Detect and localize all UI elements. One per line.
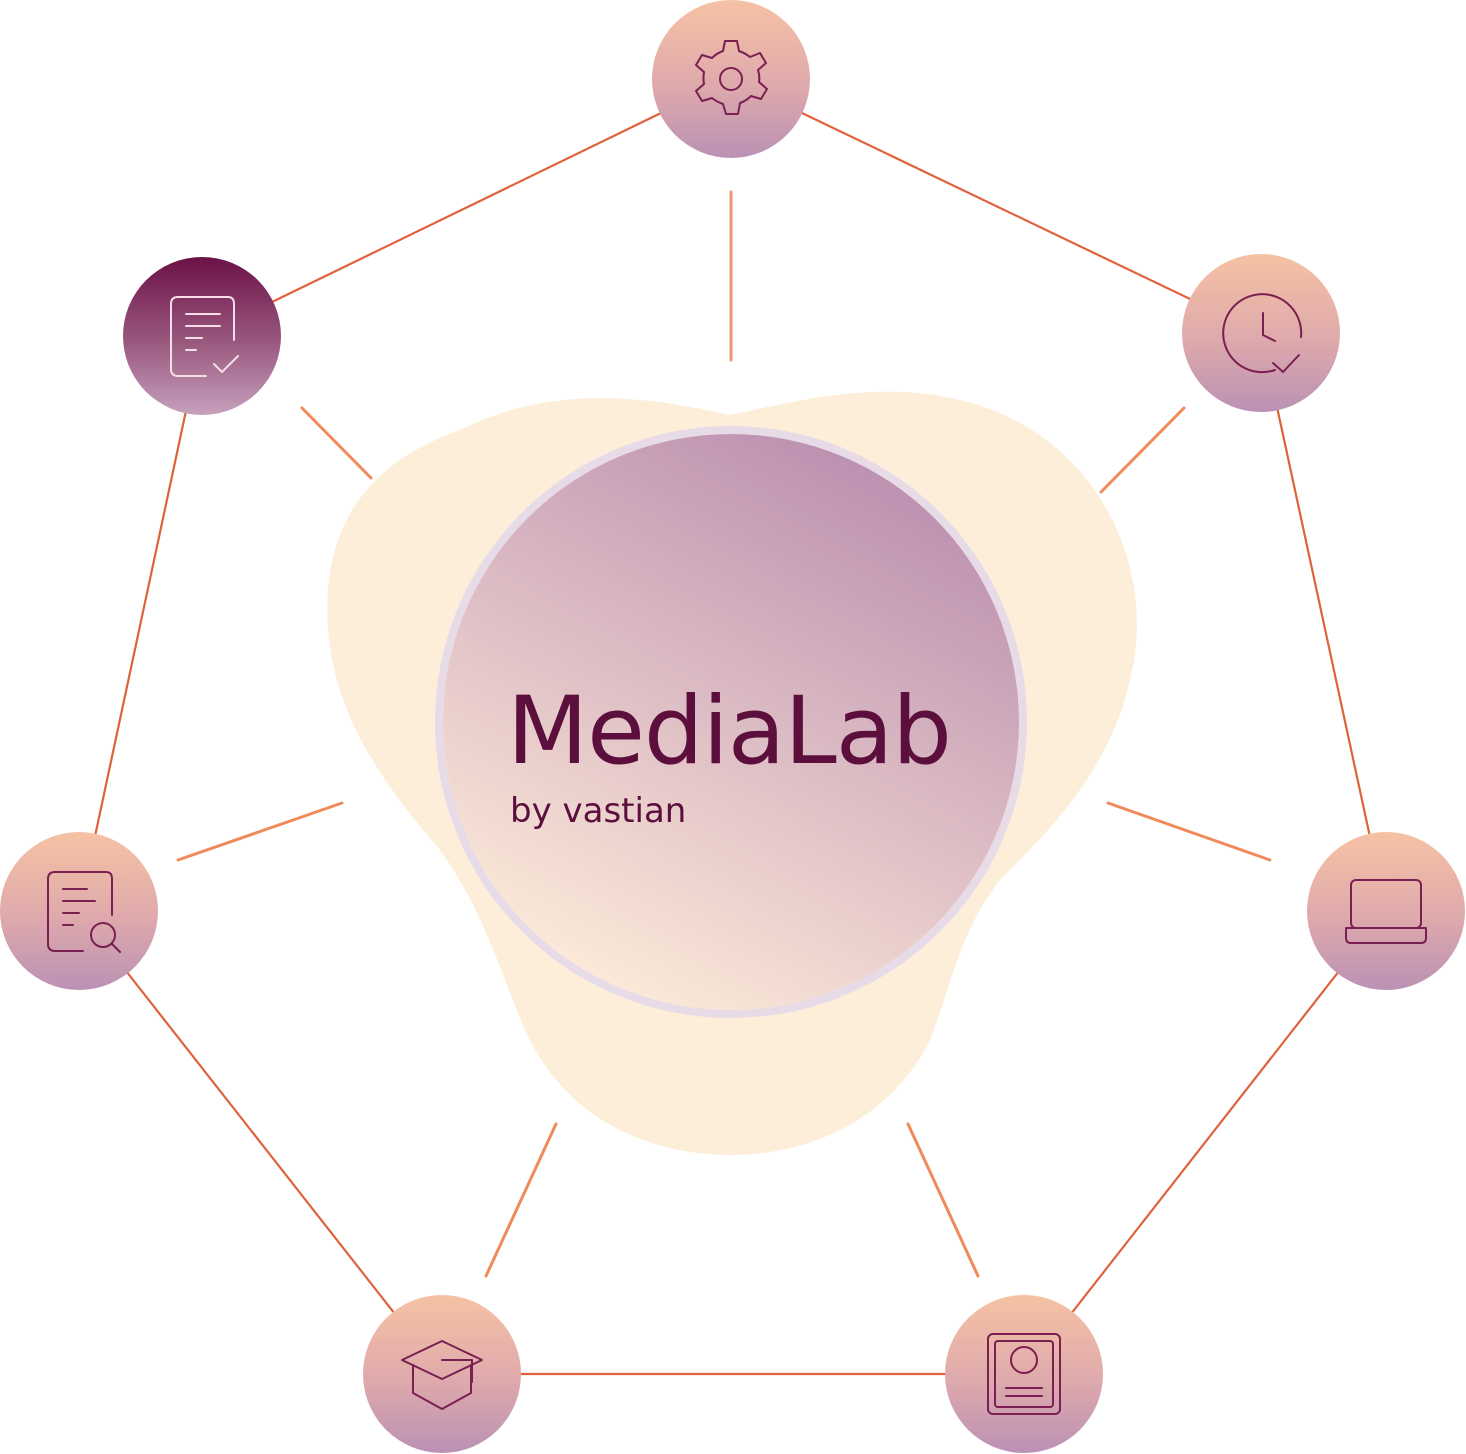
node-device[interactable] xyxy=(1307,832,1465,990)
edge-approval-settings xyxy=(201,78,732,337)
edge-device-profile xyxy=(1023,910,1387,1375)
center-hub-ring xyxy=(435,426,1027,1018)
spoke-left xyxy=(176,801,344,862)
brand-name: MediaLab xyxy=(507,677,951,786)
edge-settings-schedule xyxy=(730,78,1262,334)
spoke-right xyxy=(1106,801,1272,862)
document-check-icon xyxy=(170,296,239,377)
spoke-bottom-left xyxy=(484,1122,558,1278)
center-hub xyxy=(443,434,1019,1010)
node-settings[interactable] xyxy=(652,0,810,158)
spokes xyxy=(176,190,1272,1278)
edge-review-approval xyxy=(77,335,204,912)
gear-icon xyxy=(695,40,768,115)
laptop-icon xyxy=(1345,879,1427,944)
clock-check-icon xyxy=(1222,293,1303,374)
id-card-icon xyxy=(987,1333,1061,1415)
graduation-cap-icon xyxy=(401,1340,483,1410)
node-approval-active[interactable] xyxy=(123,257,281,415)
network-edges xyxy=(77,78,1388,1376)
node-review[interactable] xyxy=(0,832,158,990)
edge-schedule-device xyxy=(1259,332,1388,912)
node-education[interactable] xyxy=(363,1295,521,1453)
edge-education-review xyxy=(78,910,443,1375)
document-search-icon xyxy=(47,871,121,953)
node-profile[interactable] xyxy=(945,1295,1103,1453)
brand-tagline: by vastian xyxy=(510,791,686,831)
spoke-top-right xyxy=(1099,406,1186,494)
spoke-top-left xyxy=(300,406,373,480)
node-schedule[interactable] xyxy=(1182,254,1340,412)
spoke-bottom-right xyxy=(906,1122,980,1278)
